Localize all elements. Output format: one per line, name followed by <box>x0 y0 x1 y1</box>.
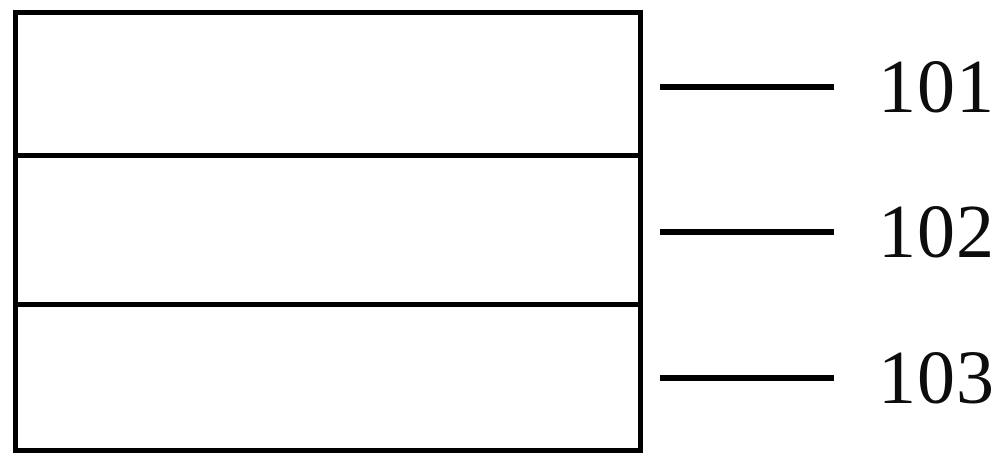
layer-101 <box>18 15 638 158</box>
leader-line-103-icon <box>660 375 834 381</box>
layer-stack-diagram <box>13 10 643 453</box>
callout-label-102: 102 <box>878 190 995 274</box>
leader-line-102-icon <box>660 229 834 235</box>
callout-label-103: 103 <box>878 336 995 420</box>
callout-label-101: 101 <box>878 45 995 129</box>
layer-102 <box>18 158 638 307</box>
leader-line-101-icon <box>660 84 834 90</box>
layer-103 <box>18 307 638 448</box>
